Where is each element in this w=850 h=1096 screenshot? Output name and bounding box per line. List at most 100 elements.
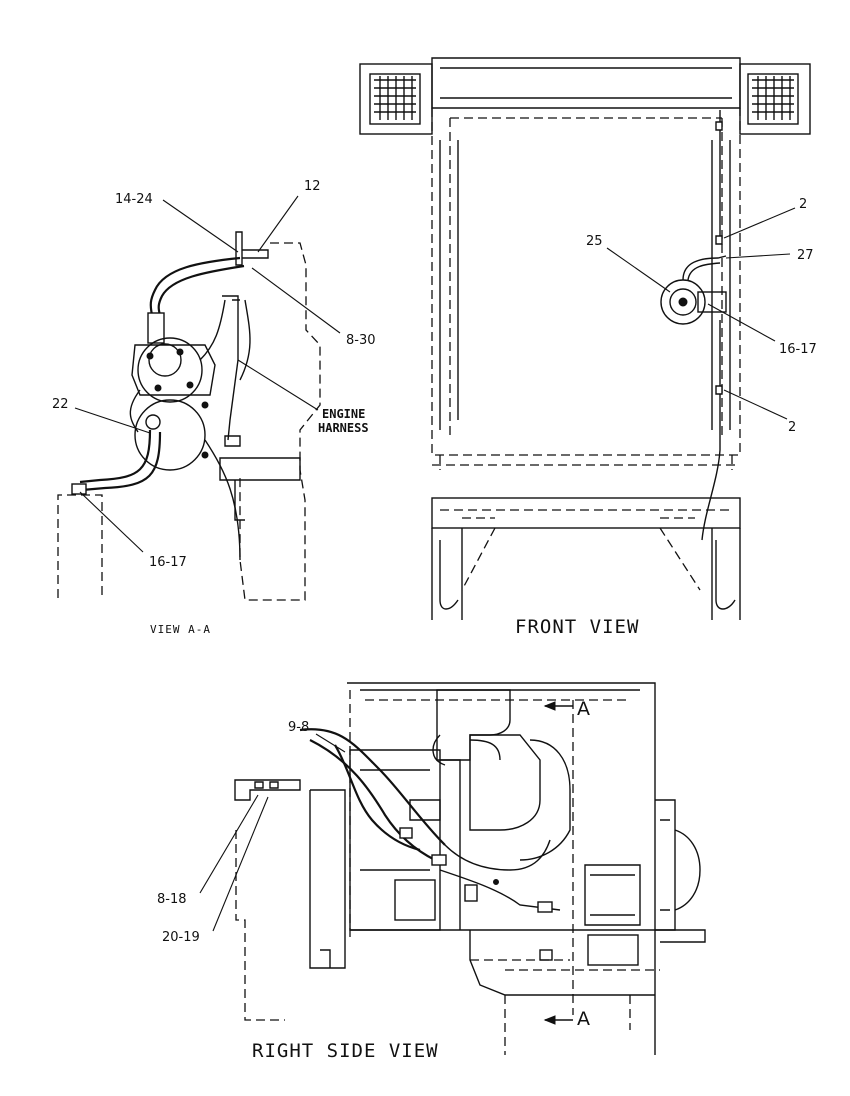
leader-16-17-front — [707, 303, 776, 342]
rsv-block-panel — [394, 879, 436, 921]
front-leg-braces — [461, 527, 701, 591]
leader-12 — [257, 195, 299, 253]
callout-27: 27 — [797, 248, 814, 263]
callout-engine-harness-line2: HARNESS — [318, 421, 369, 435]
callout-8-18: 8-18 — [157, 892, 187, 907]
front-right-leg — [711, 528, 741, 620]
rsv-connector-4 — [399, 827, 413, 839]
view-aa-labels: 14-24 12 8-30 ENGINE HARNESS 22 16-17 VI… — [52, 179, 376, 636]
view-aa-starter-body — [134, 399, 206, 471]
rsv-left-bracket — [234, 779, 301, 801]
right-side-view-leaders — [199, 733, 346, 932]
right-side-view-labels: 9-8 8-18 20-19 A A RIGHT SIDE VIEW — [157, 698, 590, 1062]
front-view-drawing — [359, 57, 811, 620]
view-aa-harness-bundle — [199, 299, 251, 381]
front-left-post — [439, 140, 459, 430]
leader-9-8 — [315, 733, 346, 753]
rsv-turbo-housing — [519, 739, 571, 861]
callout-9-8: 9-8 — [288, 720, 309, 735]
front-frame-outer — [431, 108, 741, 456]
view-aa-engine-harness-route — [222, 295, 240, 441]
view-aa-alternator-pulley — [148, 343, 182, 377]
front-base-inner — [440, 509, 730, 519]
rsv-right-mount — [660, 929, 706, 943]
front-left-leg — [431, 528, 463, 620]
leader-14-24 — [162, 199, 239, 253]
rsv-harness-5 — [439, 869, 561, 911]
view-aa-bracket — [235, 231, 269, 266]
right-side-view-title: RIGHT SIDE VIEW — [252, 1040, 439, 1062]
front-right-light — [747, 73, 799, 125]
view-aa-alternator-body — [137, 337, 203, 403]
callout-20-19: 20-19 — [162, 930, 200, 945]
front-left-light-grid — [374, 76, 416, 120]
view-aa-bolt-1 — [146, 352, 154, 360]
rsv-pump-base — [587, 934, 639, 966]
rsv-bolt — [493, 879, 499, 885]
front-right-light-grid — [752, 76, 794, 120]
rsv-head — [409, 759, 461, 930]
section-marker-bottom: A — [577, 1008, 590, 1030]
view-aa-battery-outline — [57, 494, 103, 598]
section-marker-top: A — [577, 698, 590, 720]
front-horn-bracket — [697, 291, 727, 313]
callout-16-17-aa: 16-17 — [149, 555, 187, 570]
leader-engine-harness — [237, 359, 319, 411]
callout-8-30: 8-30 — [346, 333, 376, 348]
rsv-connector-1 — [431, 854, 447, 866]
leader-2-top — [723, 207, 796, 239]
rsv-turbo — [469, 734, 541, 831]
front-wire-run — [701, 110, 721, 541]
rsv-left-outline — [309, 789, 346, 969]
callout-2-top: 2 — [799, 197, 807, 212]
front-right-light-housing — [739, 63, 811, 135]
right-side-view-drawing — [234, 682, 706, 1055]
rsv-pulley — [655, 799, 676, 931]
view-aa-cable-lower — [79, 429, 152, 484]
view-aa-curve — [204, 439, 241, 561]
rsv-harness-3 — [334, 744, 421, 852]
rsv-top-dashed — [349, 690, 630, 940]
rsv-section-arrowhead-top — [543, 701, 556, 711]
callout-22: 22 — [52, 397, 69, 412]
front-top-rail — [431, 57, 741, 109]
rsv-left-dashed — [235, 830, 285, 1021]
leader-2-bottom — [723, 389, 788, 420]
callout-12: 12 — [304, 179, 321, 194]
leader-8-30 — [251, 267, 341, 334]
leader-22 — [74, 407, 151, 434]
rsv-air-duct — [432, 734, 501, 766]
front-view-title: FRONT VIEW — [515, 616, 639, 638]
view-aa-battery-terminal — [71, 483, 87, 495]
front-base-beam — [431, 497, 741, 529]
front-horn-wire — [682, 255, 727, 281]
rsv-connector-2 — [464, 884, 478, 902]
view-aa-leaders — [74, 195, 341, 553]
leader-25 — [606, 247, 671, 293]
front-frame-inner — [449, 117, 723, 440]
front-left-light-housing — [359, 63, 433, 135]
view-aa-mount-plate — [131, 344, 216, 396]
callout-25: 25 — [586, 234, 603, 249]
rsv-fan-belt — [674, 829, 701, 911]
front-horn-inner — [669, 288, 697, 316]
view-aa-bolt-6 — [201, 451, 209, 459]
rsv-pump-body — [584, 864, 641, 926]
rsv-harness-4 — [444, 839, 551, 871]
leader-16-17-aa — [79, 491, 144, 553]
view-aa-bolt-3 — [186, 381, 194, 389]
view-aa-sweep — [129, 389, 141, 433]
view-aa-bolt-2 — [176, 348, 184, 356]
view-aa-clip — [224, 435, 241, 447]
view-aa-bolt-4 — [154, 384, 162, 392]
front-view-leaders — [606, 207, 796, 420]
front-view-labels: 2 27 25 16-17 2 FRONT VIEW — [515, 197, 817, 638]
callout-14-24: 14-24 — [115, 192, 153, 207]
view-aa-right-plate — [219, 457, 301, 521]
front-clip-top — [715, 235, 723, 245]
callout-2-bottom: 2 — [788, 420, 796, 435]
view-aa-cable-upper-2 — [157, 264, 245, 316]
rsv-lower-frame — [350, 929, 660, 996]
